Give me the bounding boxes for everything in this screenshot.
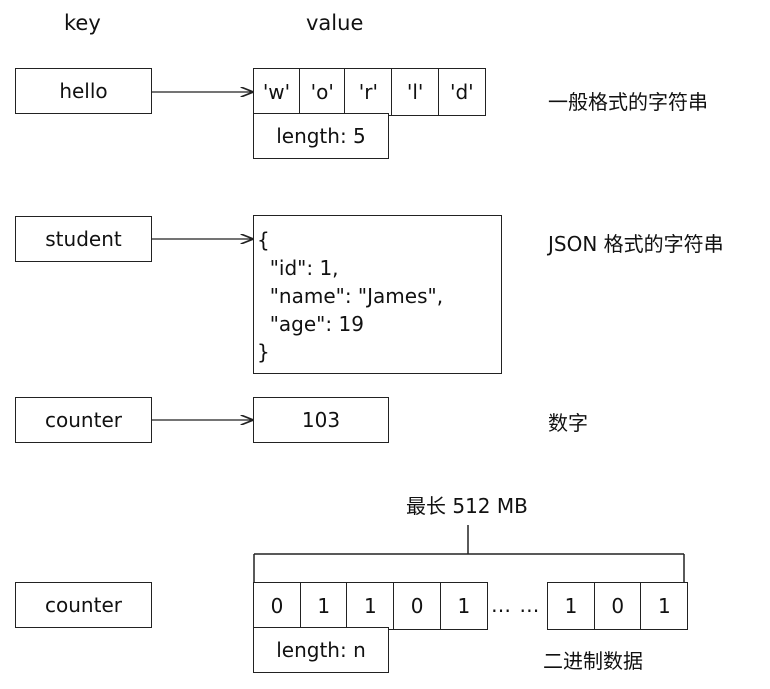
char-cell: 'o': [298, 68, 346, 116]
length-box-hello: length: 5: [253, 113, 389, 159]
char-cell: 'l': [391, 68, 440, 116]
json-line: "name": "James",: [257, 284, 444, 308]
bit-cell: 0: [253, 582, 301, 630]
char-cell: 'w': [253, 68, 300, 116]
key-box-counter-binary: counter: [15, 582, 152, 628]
length-box-binary: length: n: [253, 627, 389, 673]
max-size-bracket: [253, 525, 685, 582]
char-cells: 'w' 'o' 'r' 'l' 'd': [253, 68, 486, 116]
bit-cell: 0: [593, 582, 642, 630]
json-value-box: { "id": 1, "name": "James", "age": 19}: [253, 215, 502, 374]
bit-cell: 1: [299, 582, 348, 630]
char-cell: 'r': [344, 68, 393, 116]
bit-cell: 1: [346, 582, 395, 630]
note-number: 数字: [548, 411, 588, 435]
key-box-student: student: [15, 216, 152, 262]
bit-cell: 0: [393, 582, 442, 630]
note-binary: 二进制数据: [543, 649, 643, 673]
key-box-counter: counter: [15, 397, 152, 443]
bit-cell: 1: [640, 582, 689, 630]
number-value-box: 103: [253, 397, 389, 443]
json-line: "age": 19: [257, 312, 364, 336]
json-line: "id": 1,: [257, 256, 339, 280]
bit-cells-left: 0 1 1 0 1: [253, 582, 488, 630]
max-size-label: 最长 512 MB: [406, 494, 528, 518]
value-header: value: [306, 11, 364, 35]
bit-cells-right: 1 0 1: [547, 582, 689, 630]
json-line: {: [257, 228, 270, 252]
key-header: key: [64, 11, 101, 35]
note-json-string: JSON 格式的字符串: [548, 232, 724, 256]
bit-cell: 1: [439, 582, 488, 630]
bits-ellipsis: … …: [491, 593, 541, 617]
char-cell: 'd': [437, 68, 486, 116]
json-line: }: [257, 340, 270, 364]
bit-cell: 1: [547, 582, 595, 630]
note-plain-string: 一般格式的字符串: [548, 90, 708, 114]
key-box-hello: hello: [15, 68, 152, 114]
